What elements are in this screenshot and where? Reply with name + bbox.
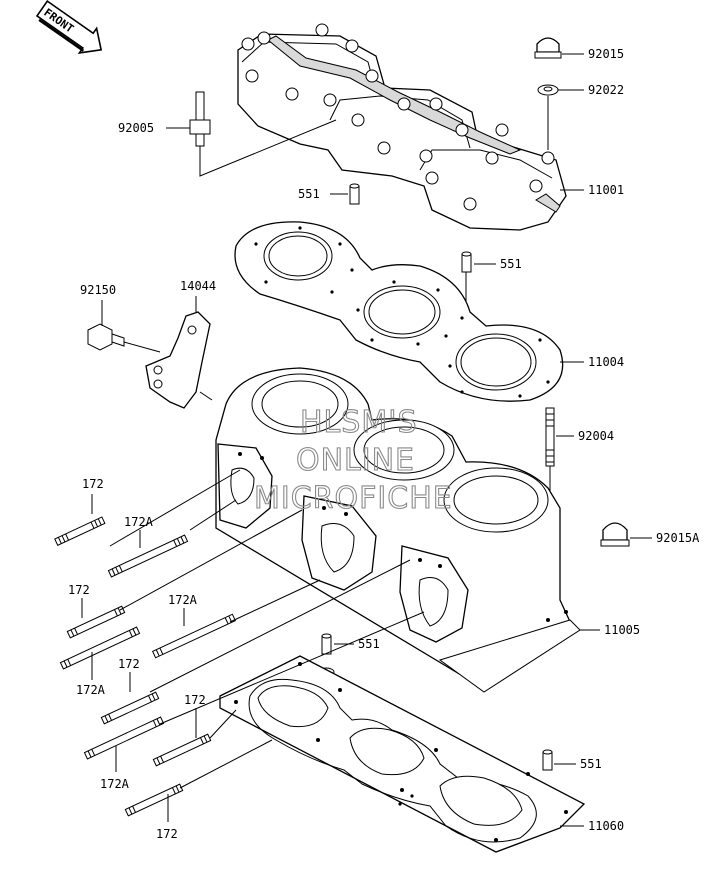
label-11005: 11005 xyxy=(604,623,640,637)
label-172-2: 172 xyxy=(68,583,90,597)
label-92004: 92004 xyxy=(578,429,614,443)
front-arrow-icon: FRONT xyxy=(35,0,103,54)
label-92150: 92150 xyxy=(80,283,116,297)
label-172A-3: 172A xyxy=(76,683,106,697)
label-92015: 92015 xyxy=(588,47,624,61)
stud-172-1 xyxy=(54,516,106,546)
label-92005: 92005 xyxy=(118,121,154,135)
label-172A-4: 172A xyxy=(100,777,130,791)
label-14044: 14044 xyxy=(180,279,216,293)
label-172-1: 172 xyxy=(82,477,104,491)
label-172-4: 172 xyxy=(184,693,206,707)
stud-172A-4 xyxy=(83,716,165,760)
label-551-upper: 551 xyxy=(298,187,320,201)
stud-172A-2 xyxy=(59,626,141,670)
head-gasket xyxy=(234,221,564,402)
cylinder-block xyxy=(215,367,581,693)
washer-92022 xyxy=(537,84,559,96)
cylinder-head-cover xyxy=(237,23,567,231)
part-labels: 92015 92022 92005 11001 551 551 92150 14… xyxy=(68,47,700,841)
label-172-3: 172 xyxy=(118,657,140,671)
leader-lines xyxy=(81,53,652,827)
stud-172A-1 xyxy=(107,534,189,578)
bracket-14044 xyxy=(145,311,211,409)
watermark-line-1: HLSM'S xyxy=(300,405,418,440)
watermark-line-2: ONLINE xyxy=(296,443,415,478)
label-92015A: 92015A xyxy=(656,531,700,545)
fitting-92005 xyxy=(189,91,211,147)
label-551-right: 551 xyxy=(500,257,522,271)
label-11004: 11004 xyxy=(588,355,624,369)
label-172A-1: 172A xyxy=(124,515,154,529)
label-551-base: 551 xyxy=(580,757,602,771)
dowel-pin-551-upper xyxy=(349,183,360,205)
watermark: HLSM'S ONLINE MICROFICHE xyxy=(253,404,453,516)
stud-bolt-92004 xyxy=(545,407,555,467)
label-172-5: 172 xyxy=(156,827,178,841)
stud-172-2 xyxy=(66,605,126,639)
stud-172-4 xyxy=(152,733,212,767)
stud-172-5 xyxy=(124,783,184,817)
watermark-line-3: MICROFICHE xyxy=(254,481,453,516)
cap-nut-92015 xyxy=(534,37,562,59)
label-551-lower: 551 xyxy=(358,637,380,651)
label-11060: 11060 xyxy=(588,819,624,833)
stud-172A-3 xyxy=(151,613,237,659)
label-92022: 92022 xyxy=(588,83,624,97)
stud-set xyxy=(54,516,237,817)
dowel-pin-551-right xyxy=(461,251,472,273)
label-172A-2: 172A xyxy=(168,593,198,607)
stud-172-3 xyxy=(100,691,160,725)
cap-nut-92015A xyxy=(600,522,630,547)
bolt-92150 xyxy=(87,323,125,351)
base-gasket xyxy=(219,655,586,853)
label-11001: 11001 xyxy=(588,183,624,197)
